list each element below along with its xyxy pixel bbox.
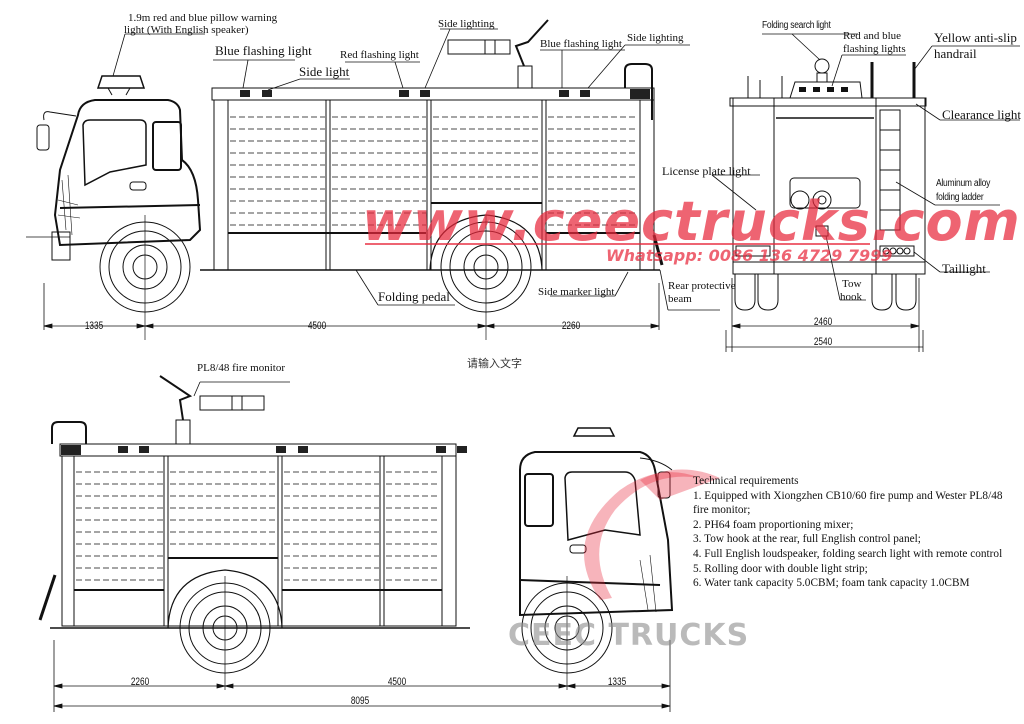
tech-req-item: 4. Full English loudspeaker, folding sea… [693, 547, 1003, 560]
callout-pl8-48-fire-monitor: PL8/48 fire monitor [197, 362, 285, 374]
top-truck-wheels [99, 214, 543, 340]
tech-req-item: 3. Tow hook at the rear, full English co… [693, 533, 921, 546]
dimension-rear-overhang-top: 2260 [561, 320, 581, 332]
callout-yellow-handrail-line2: handrail [934, 46, 977, 61]
top-callout-leaders [112, 28, 720, 311]
technical-requirements-heading: Technical requirements [693, 475, 799, 487]
callout-tow-hook-line1: Tow [842, 278, 862, 290]
bottom-truck-cab [519, 427, 674, 617]
callout-yellow-handrail-line1: Yellow anti-slip [934, 30, 1017, 45]
watermark-brand: CEEC TRUCKS [508, 618, 750, 653]
technical-requirements: Technical requirements 1. Equipped with … [693, 474, 1003, 591]
watermark-url: www.ceectrucks.com [362, 190, 1021, 253]
callout-taillight: Taillight [942, 261, 986, 276]
dimension-wheelbase-bottom: 4500 [387, 676, 407, 688]
callout-rear-protective-beam-line1: Rear protective [668, 280, 736, 292]
callout-side-light: Side light [299, 64, 350, 79]
dimension-front-overhang-top: 1335 [84, 320, 104, 332]
bottom-truck-wheels [167, 569, 613, 690]
callout-pillow-warning-light-line1: 1.9m red and blue pillow warning [128, 12, 278, 24]
callout-rear-protective-beam-line2: beam [668, 293, 692, 305]
tech-req-item: 2. PH64 foam proportioning mixer; [693, 518, 854, 531]
tech-req-item: 6. Water tank capacity 5.0CBM; foam tank… [693, 577, 970, 590]
top-truck-cab [26, 75, 202, 261]
dimension-overall-length: 8095 [350, 695, 370, 707]
rear-view [711, 33, 1020, 352]
dimension-wheelbase-top: 4500 [307, 320, 327, 332]
callout-red-blue-flashing-lights-line2: flashing lights [843, 43, 906, 55]
top-dimension-lines [43, 283, 660, 330]
placeholder-text-cn: 请输入文字 [467, 357, 522, 370]
callout-red-blue-flashing-lights-line1: Red and blue [843, 30, 902, 42]
watermark-underline [365, 243, 870, 245]
callout-side-lighting-mid: Side lighting [438, 18, 495, 30]
callout-clearance-light: Clearance light [942, 107, 1022, 122]
callout-side-lighting-right: Side lighting [627, 32, 684, 44]
dimension-rear-overhang-bottom: 2260 [130, 676, 150, 688]
callout-pillow-warning-light-line2: light (With English speaker) [124, 24, 249, 36]
dimension-front-overhang-bottom: 1335 [607, 676, 627, 688]
callout-blue-flashing-light-left: Blue flashing light [215, 43, 312, 58]
callout-aluminum-ladder-line1: Aluminum alloy [936, 178, 991, 189]
ceec-logo-watermark [584, 469, 720, 600]
dimension-rear-width-outer: 2540 [813, 336, 833, 348]
tech-req-item: 1. Equipped with Xiongzhen CB10/60 fire … [693, 489, 1003, 502]
watermark-whatsapp: Whatsapp: 0086 136 4729 7999 [606, 246, 893, 265]
callout-side-marker-light: Side marker light [538, 286, 615, 298]
callout-aluminum-ladder-line2: folding ladder [936, 192, 984, 203]
callout-red-flashing-light: Red flashing light [340, 49, 419, 61]
callout-license-plate-light: License plate light [662, 164, 751, 178]
tech-req-item: fire monitor; [693, 504, 751, 517]
callout-folding-pedal: Folding pedal [378, 289, 450, 304]
top-truck-body [200, 19, 664, 271]
tech-req-item: 5. Rolling door with double light strip; [693, 562, 868, 575]
dimension-rear-width-inner: 2460 [813, 316, 833, 328]
callout-blue-flashing-light-right: Blue flashing light [540, 38, 622, 50]
callout-tow-hook-line2: hook [840, 291, 862, 303]
bottom-truck-body [38, 375, 470, 629]
callout-folding-search-light: Folding search light [762, 20, 831, 31]
bottom-dimension-lines [53, 640, 671, 712]
